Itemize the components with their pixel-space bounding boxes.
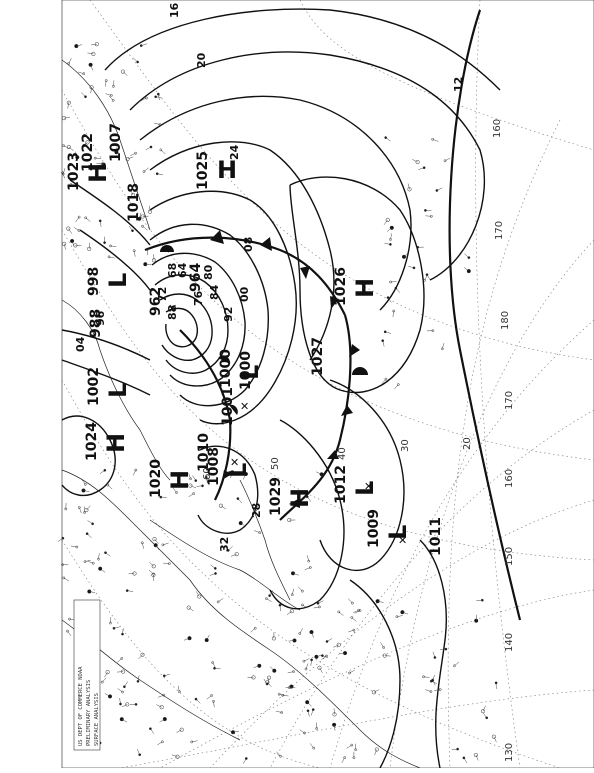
center-pressure: 962	[148, 287, 164, 316]
center-pressure: 1008	[206, 447, 222, 486]
isobar-label: 12	[452, 77, 465, 92]
pressure-center-high: 1027	[310, 337, 326, 376]
center-letter: H	[217, 156, 237, 184]
longitude-label: 130	[504, 743, 515, 762]
center-letter: H	[286, 488, 314, 508]
latitude-label: 20	[462, 437, 473, 450]
center-pressure: 1029	[268, 477, 284, 516]
center-pressure: 1027	[310, 337, 326, 376]
longitude-label: 160	[492, 119, 503, 138]
longitude-label: 140	[504, 633, 515, 652]
low-center-marker: ✕	[168, 302, 177, 315]
isobar-label: 1007	[108, 123, 124, 162]
center-pressure: 1001	[220, 387, 236, 426]
low-center-marker: ✕	[398, 534, 407, 547]
isobar-label: 92	[222, 307, 235, 322]
isobar-label: 04	[74, 336, 87, 352]
isobar-label: 00	[238, 286, 251, 302]
center-pressure: 1020	[148, 459, 164, 498]
isobar-label: 84	[208, 284, 221, 300]
isobar-label: 16	[168, 2, 181, 18]
info-line: SURFACE ANALYSIS	[94, 693, 100, 746]
info-line: US DEPT OF COMMERCE NOAA	[78, 666, 84, 746]
center-letter: H	[102, 433, 130, 453]
center-letter: L	[236, 365, 264, 380]
center-letter: H	[166, 470, 194, 490]
center-pressure: 1025	[195, 151, 211, 190]
center-letter: L	[104, 273, 132, 288]
center-pressure: 998	[86, 267, 102, 296]
pressure-center-low: 1011	[428, 517, 444, 556]
center-pressure: 1026	[333, 267, 349, 306]
info-block: US DEPT OF COMMERCE NOAA PRELIMINARY ANA…	[74, 600, 100, 750]
center-pressure: 1023	[66, 152, 82, 191]
station-marker	[317, 602, 319, 604]
station-marker	[320, 473, 324, 477]
low-center-marker: ✕	[364, 480, 373, 493]
center-letter: L	[104, 383, 132, 398]
latitude-label: 50	[270, 457, 281, 470]
isobar-label: 20	[195, 52, 208, 68]
center-pressure: 1011	[428, 517, 444, 556]
longitude-label: 170	[504, 391, 515, 410]
station-marker	[70, 239, 74, 243]
longitude-label: 150	[504, 547, 515, 566]
center-pressure: 1024	[84, 422, 100, 461]
center-letter: H	[84, 163, 112, 183]
longitude-label: 160	[504, 469, 515, 488]
station-marker	[139, 754, 141, 756]
center-pressure: 1009	[366, 509, 382, 548]
center-letter: H	[351, 278, 379, 298]
latitude-label: 40	[337, 447, 348, 460]
isobar-label: 28	[250, 503, 263, 518]
low-center-marker: ✕	[230, 456, 239, 469]
low-center-marker: ✕	[240, 400, 249, 413]
pressure-center-low: 962	[148, 287, 164, 316]
isobar-label: 1018	[126, 183, 142, 222]
longitude-label: 170	[494, 221, 505, 240]
isobar-label: 988	[88, 309, 104, 338]
center-pressure: 1012	[333, 465, 349, 504]
info-line: PRELIMINARY ANALYSIS	[86, 680, 92, 746]
center-pressure: 1002	[86, 367, 102, 406]
pressure-center-low: 1001	[220, 387, 236, 426]
longitude-label: 180	[500, 311, 511, 330]
isobar-label: 32	[218, 537, 231, 552]
isobar-label: 964	[188, 263, 204, 292]
latitude-label: 30	[400, 439, 411, 452]
isobar-label: 08	[242, 237, 255, 252]
station-marker	[89, 63, 93, 67]
center-pressure: 1000	[218, 349, 234, 388]
